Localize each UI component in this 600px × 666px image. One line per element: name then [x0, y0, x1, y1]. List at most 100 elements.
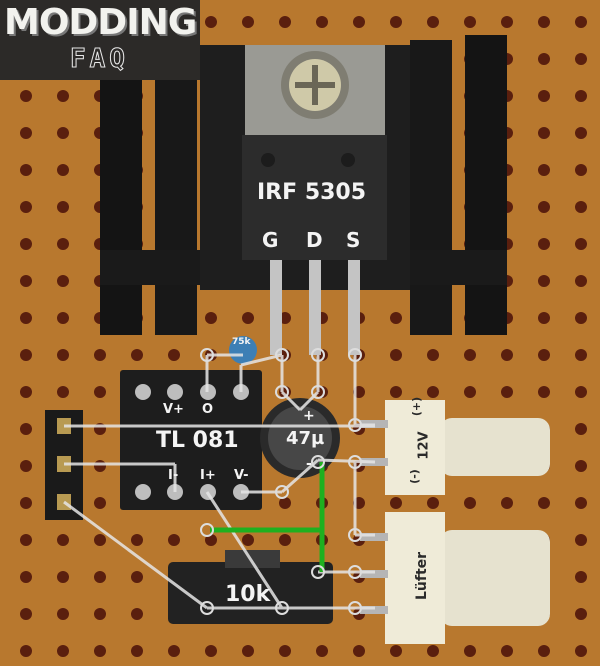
board-hole [57, 645, 69, 657]
board-hole [575, 275, 587, 287]
board-hole [205, 16, 217, 28]
board-hole [575, 571, 587, 583]
power-connector-label: 12V [416, 431, 432, 460]
board-hole [57, 275, 69, 287]
board-hole [427, 645, 439, 657]
board-hole [427, 386, 439, 398]
power-connector-plus: (+) [410, 396, 424, 417]
board-hole [390, 497, 402, 509]
opamp-pin-out: O [202, 402, 214, 417]
board-hole [501, 497, 513, 509]
board-hole [464, 16, 476, 28]
board-hole [20, 127, 32, 139]
mosfet-pin-d: D [306, 228, 323, 252]
mosfet-pin-s: S [346, 228, 361, 252]
board-hole [94, 571, 106, 583]
board-hole [575, 238, 587, 250]
fan-connector [385, 512, 550, 644]
board-hole [501, 349, 513, 361]
board-hole [20, 608, 32, 620]
board-hole [57, 608, 69, 620]
board-hole [575, 534, 587, 546]
board-hole [94, 645, 106, 657]
board-hole [575, 497, 587, 509]
board-hole [57, 201, 69, 213]
board-hole [575, 164, 587, 176]
board-hole [538, 90, 550, 102]
board-hole [20, 201, 32, 213]
board-hole [390, 386, 402, 398]
board-hole [20, 164, 32, 176]
white-traces [63, 353, 376, 610]
board-hole [20, 275, 32, 287]
board-hole [575, 608, 587, 620]
capacitor-plus: + [303, 408, 315, 424]
board-hole [94, 386, 106, 398]
board-hole [538, 497, 550, 509]
board-hole [390, 16, 402, 28]
board-hole [242, 312, 254, 324]
board-hole [501, 645, 513, 657]
board-hole [575, 90, 587, 102]
board-hole [94, 534, 106, 546]
board-hole [464, 386, 476, 398]
capacitor-value: 47µ [286, 428, 325, 449]
opamp-pin-i-plus: I+ [200, 468, 216, 483]
board-hole [205, 645, 217, 657]
resistor-75k-label: 75k [232, 337, 251, 347]
board-hole [464, 645, 476, 657]
board-hole [538, 16, 550, 28]
board-hole [94, 497, 106, 509]
board-hole [390, 312, 402, 324]
opamp-pin-v-plus: V+ [163, 402, 184, 417]
green-jumper-wires [210, 462, 325, 572]
modding-faq-logo: MODDING FAQ [0, 0, 200, 80]
board-hole [205, 312, 217, 324]
board-hole [20, 90, 32, 102]
board-hole [20, 386, 32, 398]
board-hole [57, 238, 69, 250]
board-hole [575, 645, 587, 657]
board-hole [353, 645, 365, 657]
board-hole [57, 534, 69, 546]
board-hole [131, 608, 143, 620]
board-hole [20, 460, 32, 472]
board-hole [57, 164, 69, 176]
board-hole [20, 534, 32, 546]
board-hole [538, 238, 550, 250]
board-hole [279, 497, 291, 509]
capacitor-minus: - [306, 456, 312, 472]
board-hole [94, 460, 106, 472]
board-hole [20, 497, 32, 509]
board-hole [20, 571, 32, 583]
board-hole [575, 201, 587, 213]
board-hole [57, 127, 69, 139]
board-hole [353, 16, 365, 28]
board-hole [575, 349, 587, 361]
board-hole [20, 423, 32, 435]
board-hole [575, 127, 587, 139]
board-hole [316, 645, 328, 657]
fan-connector-label: Lüfter [414, 551, 431, 601]
board-hole [427, 349, 439, 361]
board-hole [131, 534, 143, 546]
board-hole [538, 386, 550, 398]
board-hole [501, 386, 513, 398]
board-hole [427, 16, 439, 28]
board-hole [57, 90, 69, 102]
board-hole [501, 16, 513, 28]
board-hole [390, 349, 402, 361]
mosfet-dot [341, 153, 355, 167]
board-hole [20, 349, 32, 361]
board-hole [279, 16, 291, 28]
board-hole [575, 16, 587, 28]
board-hole [575, 423, 587, 435]
opamp-pin-i-minus: I- [168, 468, 179, 483]
board-hole [538, 275, 550, 287]
opamp-body [120, 370, 262, 510]
capacitor-top [268, 406, 332, 470]
logo-sub-text: FAQ [70, 44, 129, 75]
board-hole [427, 497, 439, 509]
board-hole [20, 238, 32, 250]
